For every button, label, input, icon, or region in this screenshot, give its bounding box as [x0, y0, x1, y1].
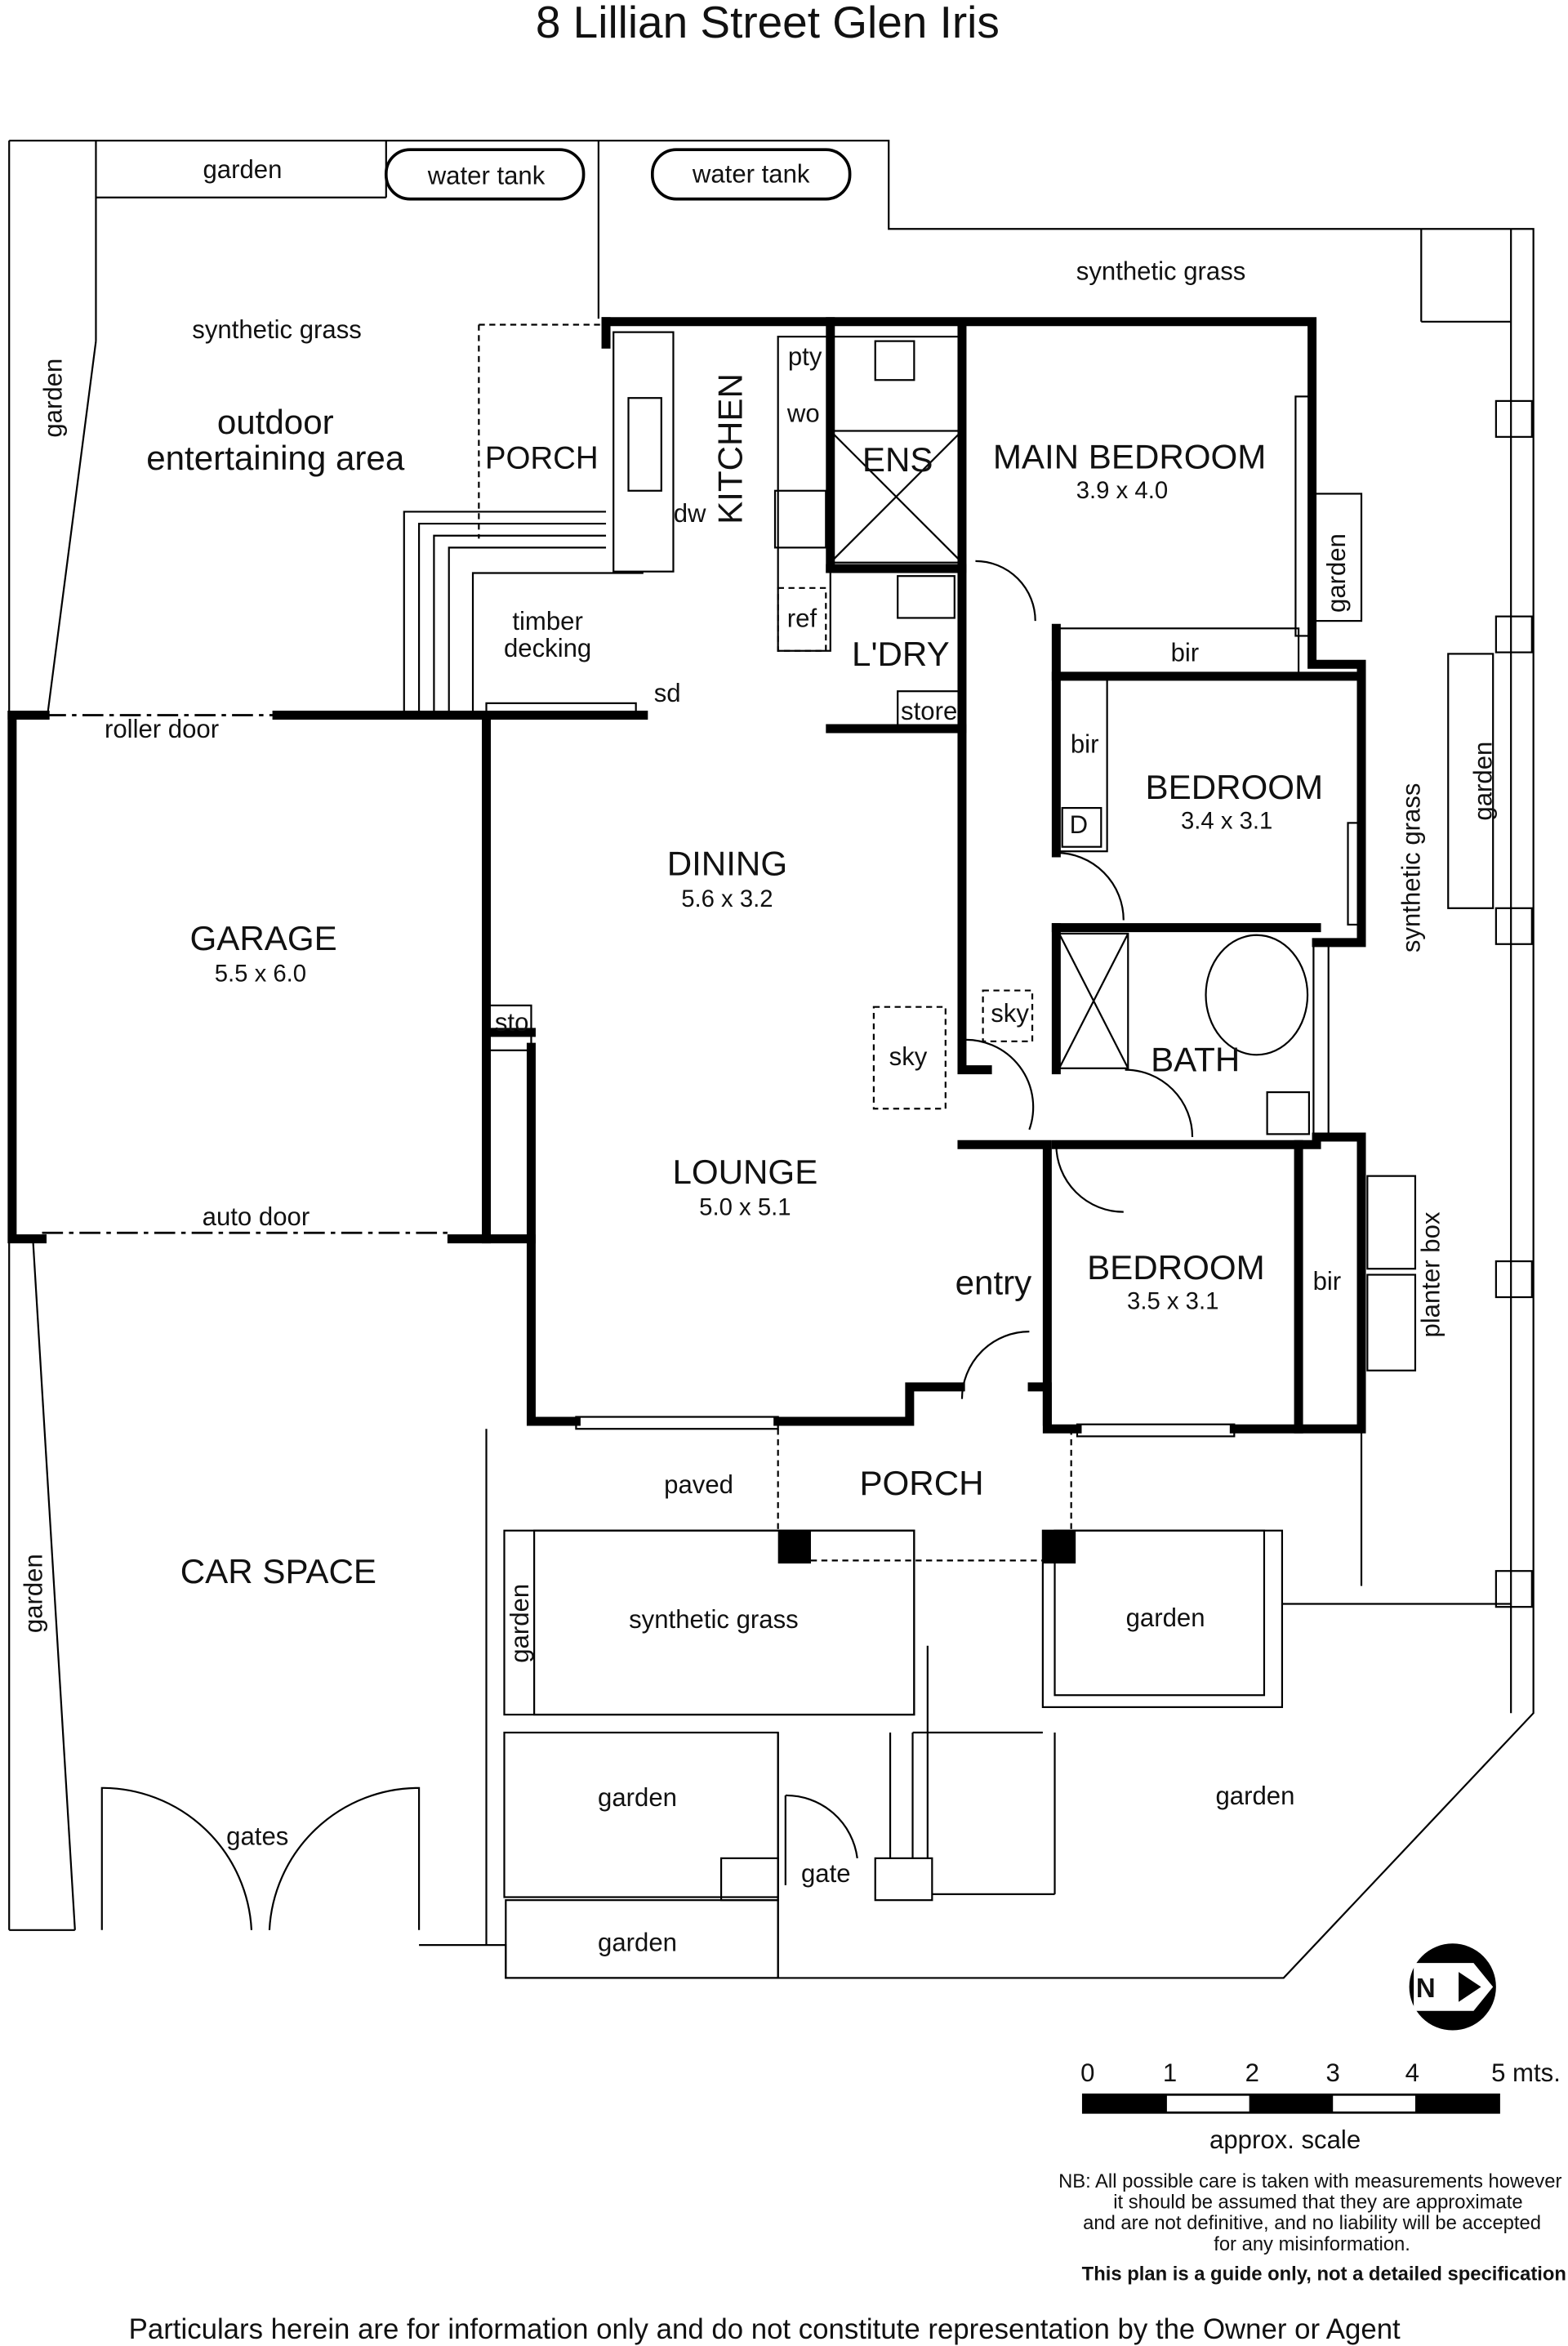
- label: BATH: [1151, 1040, 1240, 1078]
- label: entertaining area: [146, 439, 405, 477]
- label: 3.9 x 4.0: [1076, 477, 1168, 504]
- label: 5.0 x 5.1: [699, 1193, 791, 1220]
- label: outdoor: [217, 403, 334, 441]
- label: BEDROOM: [1146, 768, 1324, 806]
- label: garden: [598, 1928, 677, 1956]
- label: timber: [512, 607, 582, 636]
- label: wo: [786, 399, 820, 428]
- label: 3.4 x 3.1: [1181, 808, 1272, 835]
- label: PORCH: [859, 1464, 983, 1502]
- label: garden: [506, 1584, 534, 1663]
- note-bold: This plan is a guide only, not a detaile…: [1082, 2263, 1566, 2285]
- scale-tick: 1: [1163, 2058, 1177, 2087]
- label: entry: [956, 1263, 1032, 1301]
- compass-letter: N: [1416, 1973, 1436, 2003]
- label: bir: [1313, 1267, 1342, 1296]
- label: gates: [226, 1822, 288, 1850]
- label: water tank: [427, 161, 546, 190]
- label: synthetic grass: [192, 315, 362, 344]
- label: sto: [495, 1008, 529, 1037]
- labels: garden water tank water tank synthetic g…: [20, 155, 1498, 1956]
- plan-title: 8 Lillian Street Glen Iris: [536, 0, 1000, 47]
- label: GARAGE: [189, 919, 336, 957]
- scale-tick: 3: [1326, 2058, 1340, 2087]
- label: bir: [1171, 639, 1200, 667]
- label: 5.6 x 3.2: [681, 885, 773, 912]
- house-walls: [7, 317, 1494, 1438]
- scale-caption: approx. scale: [1209, 2125, 1361, 2154]
- label: DINING: [667, 845, 787, 883]
- label: pty: [788, 342, 822, 371]
- note-line: for any misinformation.: [1214, 2233, 1410, 2255]
- scale-tick: 2: [1245, 2058, 1259, 2087]
- label: BEDROOM: [1087, 1248, 1265, 1287]
- label: synthetic grass: [1396, 783, 1425, 953]
- label: dw: [674, 499, 706, 528]
- label: garden: [1468, 742, 1497, 821]
- label: garden: [1322, 533, 1351, 613]
- label: MAIN BEDROOM: [993, 437, 1267, 475]
- label: store: [901, 697, 957, 725]
- label: synthetic grass: [1076, 257, 1246, 286]
- label: D: [1070, 810, 1088, 839]
- water-tank-1: [384, 148, 586, 201]
- scale-tick: 4: [1405, 2058, 1419, 2087]
- label: sd: [654, 679, 681, 707]
- label: garden: [1126, 1603, 1205, 1632]
- label: gate: [801, 1859, 851, 1888]
- label: garden: [38, 359, 67, 438]
- label: decking: [504, 634, 591, 662]
- label: ENS: [862, 440, 933, 479]
- label: garden: [1216, 1782, 1295, 1810]
- label: garden: [203, 155, 282, 184]
- label: L'DRY: [852, 635, 950, 673]
- water-tank-2: [650, 148, 852, 201]
- label: paved: [664, 1470, 733, 1499]
- label: water tank: [692, 159, 810, 188]
- note-line: NB: All possible care is taken with meas…: [1058, 2170, 1561, 2192]
- front-yard: [100, 1429, 1512, 1979]
- note-line: and are not definitive, and no liability…: [1083, 2212, 1541, 2234]
- north-compass-icon: N: [1409, 1943, 1496, 2031]
- label: garden: [20, 1554, 48, 1633]
- label: LOUNGE: [672, 1153, 817, 1191]
- rear-porch-outline: [403, 323, 675, 711]
- label: sky: [991, 999, 1029, 1028]
- label: garden: [598, 1783, 677, 1812]
- label: planter box: [1416, 1211, 1445, 1337]
- scale-tick: 0: [1080, 2058, 1094, 2087]
- label: bir: [1071, 729, 1099, 758]
- label: KITCHEN: [711, 373, 750, 524]
- label: CAR SPACE: [180, 1552, 376, 1590]
- note-line: it should be assumed that they are appro…: [1113, 2191, 1522, 2213]
- scale-bar: 0 1 2 3 4 5 mts. approx. scale: [1080, 2058, 1561, 2154]
- disclaimer-notes: NB: All possible care is taken with meas…: [1058, 2170, 1566, 2286]
- footer-disclaimer: Particulars herein are for information o…: [129, 2313, 1401, 2345]
- label: sky: [889, 1042, 928, 1071]
- label: ref: [787, 604, 817, 632]
- label: roller door: [105, 715, 219, 743]
- scale-tick: 5 mts.: [1491, 2058, 1561, 2087]
- label: synthetic grass: [629, 1605, 799, 1634]
- label: PORCH: [485, 440, 599, 475]
- label: 5.5 x 6.0: [215, 961, 306, 988]
- label: 3.5 x 3.1: [1127, 1288, 1218, 1315]
- label: auto door: [203, 1202, 310, 1231]
